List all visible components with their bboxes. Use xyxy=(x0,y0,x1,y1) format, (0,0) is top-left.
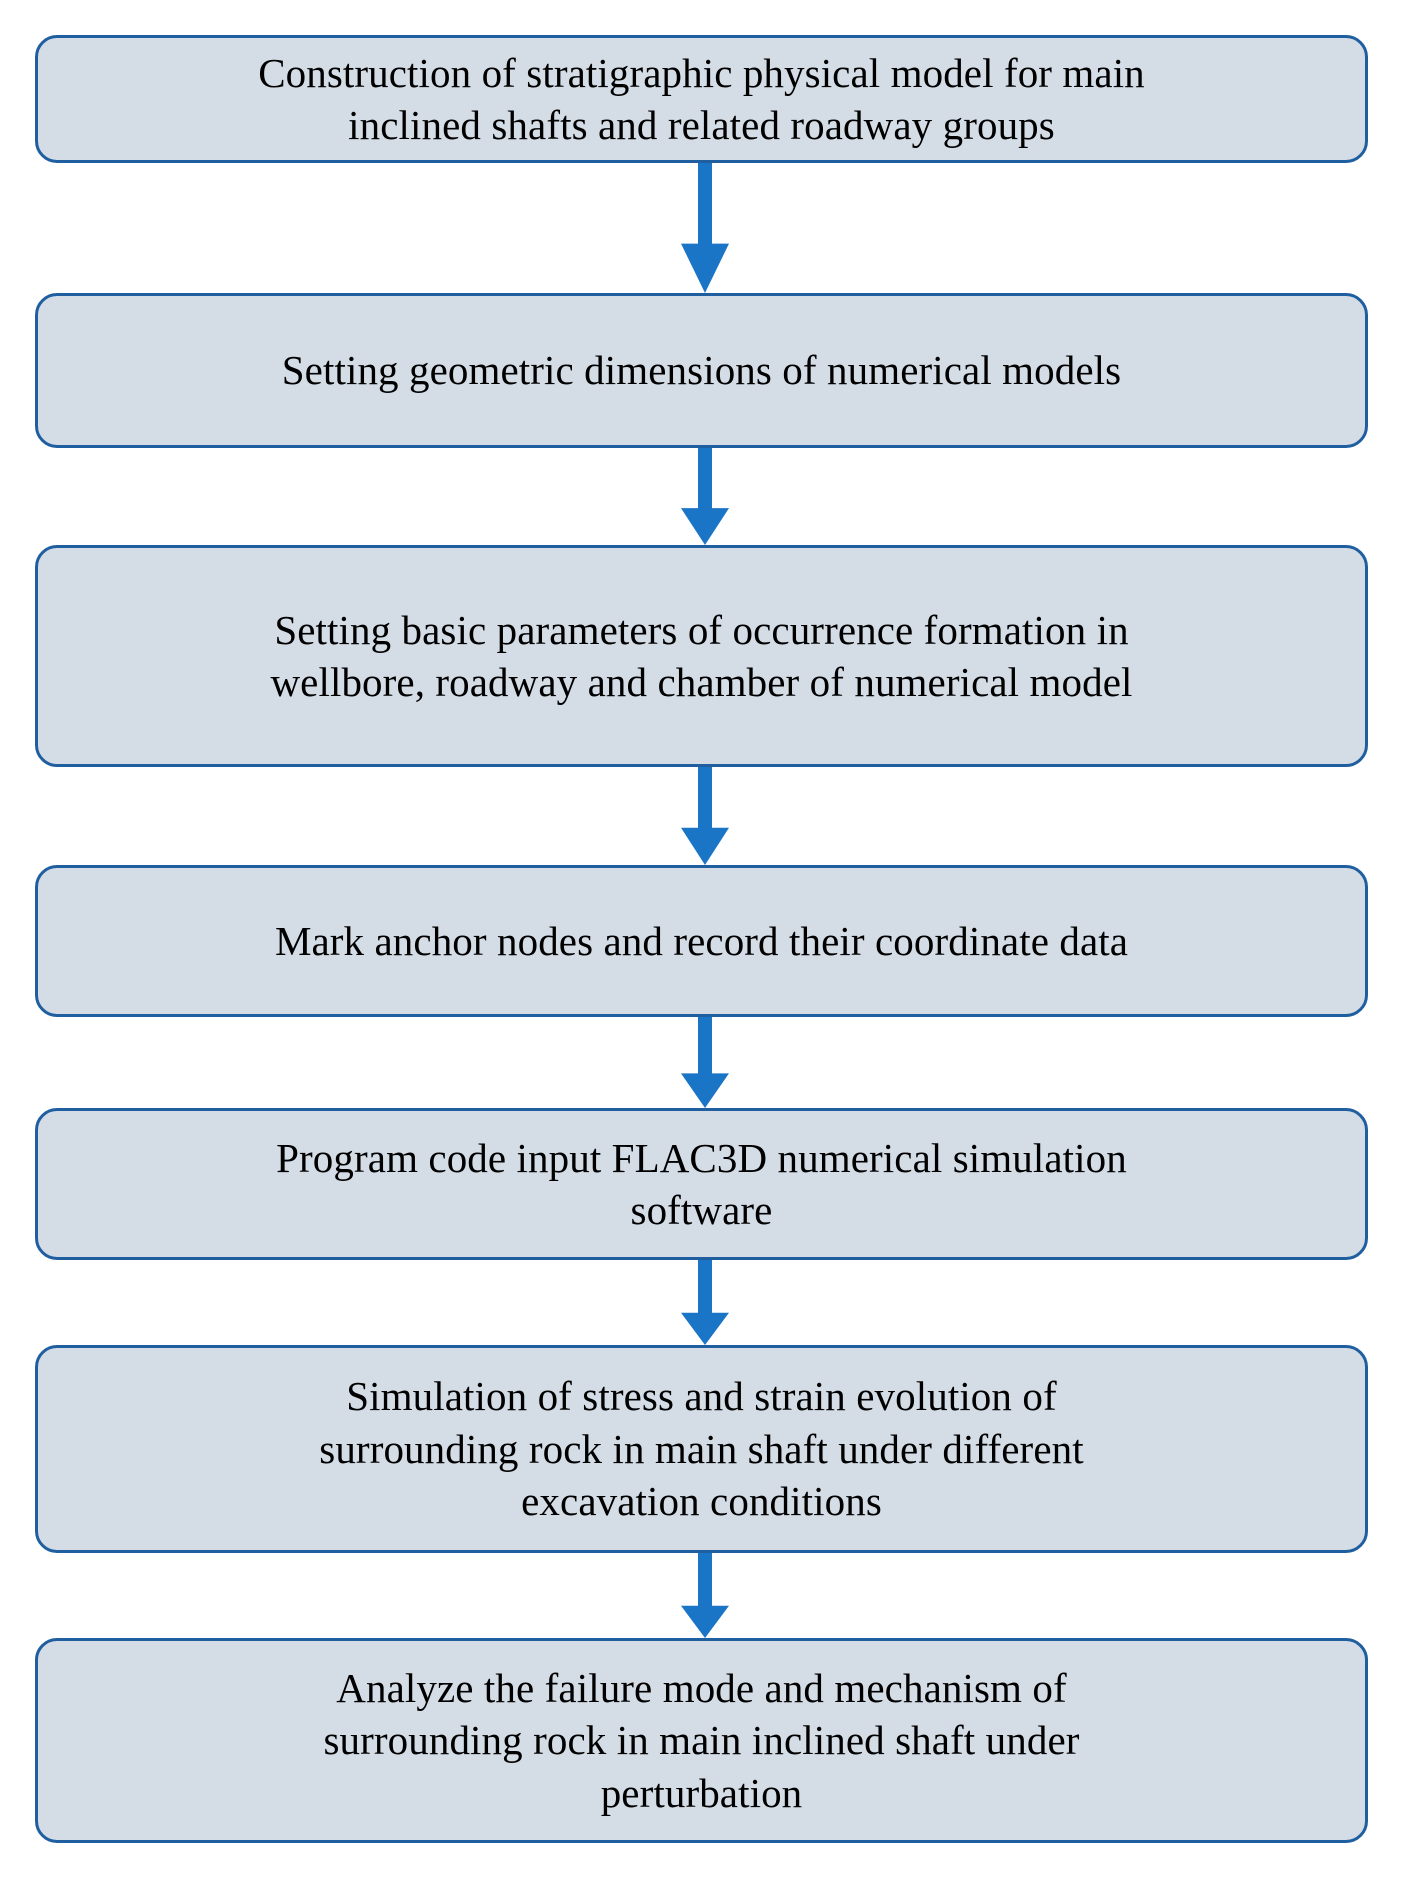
arrow-node1-to-node2 xyxy=(681,163,729,293)
flow-node-setting-basic-parameters-of-occurrence-formation[interactable]: Setting basic parameters of occurrence f… xyxy=(35,545,1368,767)
arrow-node4-to-node5 xyxy=(681,1017,729,1108)
arrow-node2-to-node3 xyxy=(681,448,729,545)
flow-node-label: Setting basic parameters of occurrence f… xyxy=(270,606,1133,705)
down-arrow-icon xyxy=(681,1260,729,1345)
flow-node-label: Mark anchor nodes and record their coord… xyxy=(274,917,1129,964)
flow-node-label: Program code input FLAC3D numerical simu… xyxy=(276,1134,1127,1233)
arrow-node3-to-node4 xyxy=(681,767,729,865)
flow-node-label: Construction of stratigraphic physical m… xyxy=(258,49,1145,148)
flow-node-mark-anchor-nodes[interactable]: Mark anchor nodes and record their coord… xyxy=(35,865,1368,1017)
flow-node-program-code-input-flac3d[interactable]: Program code input FLAC3D numerical simu… xyxy=(35,1108,1368,1260)
flow-node-setting-geometric-dimensions[interactable]: Setting geometric dimensions of numerica… xyxy=(35,293,1368,448)
down-arrow-icon xyxy=(681,448,729,545)
down-arrow-icon xyxy=(681,767,729,865)
down-arrow-icon xyxy=(681,163,729,293)
flow-node-analyze-failure-mode-and-mechanism[interactable]: Analyze the failure mode and mechanism o… xyxy=(35,1638,1368,1843)
arrow-node5-to-node6 xyxy=(681,1260,729,1345)
flow-node-construction-of-stratigraphic-physical-model[interactable]: Construction of stratigraphic physical m… xyxy=(35,35,1368,163)
flow-node-label: Setting geometric dimensions of numerica… xyxy=(281,347,1122,394)
flow-node-simulation-of-stress-and-strain-evolution[interactable]: Simulation of stress and strain evolutio… xyxy=(35,1345,1368,1553)
down-arrow-icon xyxy=(681,1017,729,1108)
flow-node-label: Analyze the failure mode and mechanism o… xyxy=(323,1664,1080,1816)
arrow-node6-to-node7 xyxy=(681,1553,729,1638)
flow-node-label: Simulation of stress and strain evolutio… xyxy=(319,1373,1084,1525)
down-arrow-icon xyxy=(681,1553,729,1638)
